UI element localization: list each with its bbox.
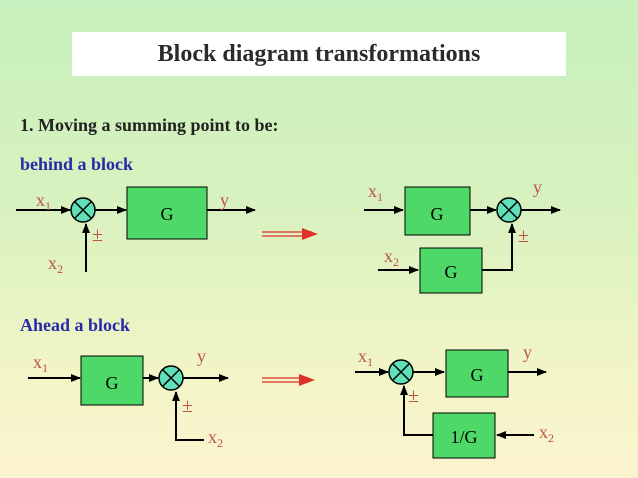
block-g bbox=[126, 186, 208, 240]
diagram-ahead-transformed: G 1/G x1 y x2 ± bbox=[355, 342, 554, 459]
title-box: Block diagram transformations bbox=[72, 32, 566, 76]
diagram-ahead-original: G x1 y x2 ± bbox=[28, 346, 229, 450]
block-g bbox=[80, 355, 144, 406]
transform-arrow bbox=[262, 374, 315, 386]
signal-x2-label: x2 bbox=[384, 246, 399, 269]
section-subtitle: 1. Moving a summing point to be: bbox=[20, 115, 279, 135]
block-inverse-g-label: 1/G bbox=[451, 427, 478, 447]
ahead-a-block-heading: Ahead a block bbox=[20, 315, 131, 335]
signal-y-label: y bbox=[220, 190, 229, 210]
block-g-label: G bbox=[106, 373, 119, 393]
block-inverse-g bbox=[432, 412, 496, 459]
signal-line bbox=[172, 391, 204, 441]
signal-line bbox=[400, 385, 433, 436]
signal-y-label: y bbox=[523, 342, 532, 362]
signal-y-label: y bbox=[533, 177, 542, 197]
block-g-label: G bbox=[431, 204, 444, 224]
signal-x1-label: x1 bbox=[33, 352, 48, 375]
block-g bbox=[404, 186, 471, 236]
block-g-label: G bbox=[161, 204, 174, 224]
signal-x1-label: x1 bbox=[368, 181, 383, 204]
plus-minus-sign: ± bbox=[92, 224, 103, 246]
diagram-behind-original: G x1 x2 y ± bbox=[16, 186, 256, 276]
signal-x2-label: x2 bbox=[539, 422, 554, 445]
signal-x2-label: x2 bbox=[48, 253, 63, 276]
plus-minus-sign: ± bbox=[408, 385, 419, 407]
block-g-label: G bbox=[471, 365, 484, 385]
plus-minus-sign: ± bbox=[182, 395, 193, 417]
signal-x2-label: x2 bbox=[208, 427, 223, 450]
block-g bbox=[445, 349, 509, 398]
behind-a-block-heading: behind a block bbox=[20, 154, 134, 174]
signal-y-label: y bbox=[197, 346, 206, 366]
block-g bbox=[419, 247, 483, 294]
transform-arrow bbox=[262, 228, 318, 240]
diagram-behind-transformed: G G x1 x2 y ± bbox=[364, 177, 561, 294]
signal-line bbox=[482, 223, 516, 271]
signal-x1-label: x1 bbox=[358, 346, 373, 369]
plus-minus-sign: ± bbox=[518, 225, 529, 247]
page-title: Block diagram transformations bbox=[157, 40, 481, 67]
signal-x1-label: x1 bbox=[36, 190, 51, 213]
block-g-label: G bbox=[445, 262, 458, 282]
